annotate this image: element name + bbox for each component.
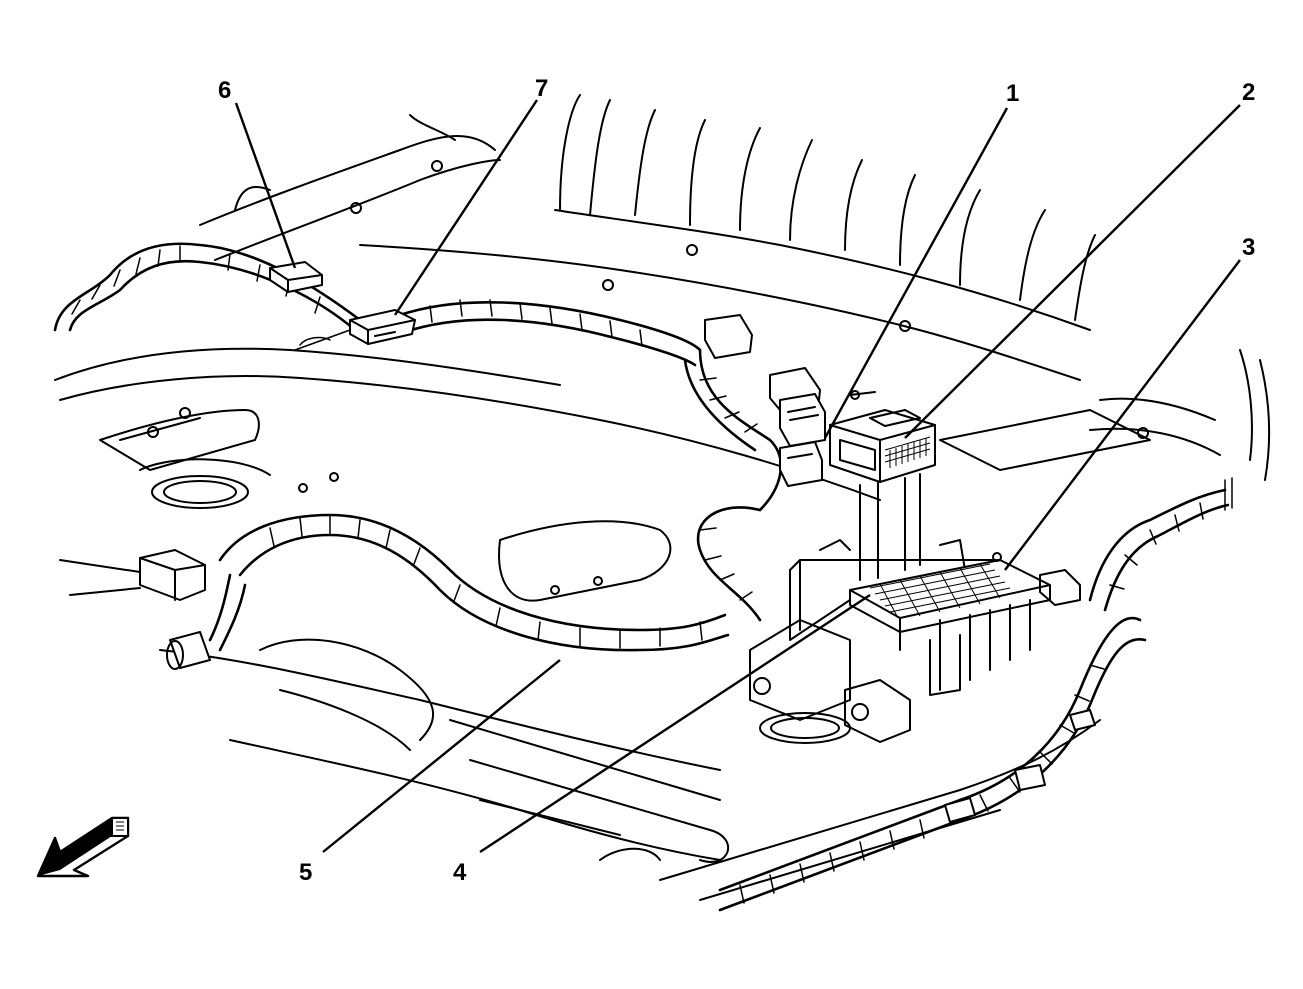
leader-line-7 bbox=[393, 99, 539, 316]
mounting-bracket bbox=[749, 473, 1001, 743]
connector-7 bbox=[349, 309, 416, 345]
harness-clips bbox=[944, 709, 1096, 823]
leader-line-3 bbox=[1004, 259, 1241, 571]
callout-label-4: 4 bbox=[453, 859, 467, 886]
callout-label-1: 1 bbox=[1006, 80, 1019, 107]
leader-line-2 bbox=[904, 104, 1241, 439]
callout-label-7: 7 bbox=[535, 75, 548, 102]
wiring-harness bbox=[53, 242, 1233, 912]
leader-line-4 bbox=[479, 593, 871, 854]
forward-arrow-icon bbox=[36, 816, 130, 878]
connector-pair bbox=[704, 314, 876, 487]
connector-left bbox=[59, 549, 211, 670]
leader-line-1 bbox=[823, 107, 1009, 439]
callout-label-3: 3 bbox=[1242, 234, 1255, 261]
callout-label-2: 2 bbox=[1242, 79, 1255, 106]
leader-line-6 bbox=[234, 102, 297, 269]
callout-label-5: 5 bbox=[299, 859, 312, 886]
leader-line-5 bbox=[322, 659, 561, 853]
fuse-block-3-4 bbox=[849, 552, 1081, 696]
callout-labels: 1 2 3 4 5 6 7 bbox=[218, 75, 1255, 886]
leader-lines bbox=[234, 99, 1241, 854]
floor-pan-outline bbox=[54, 94, 1271, 901]
connector-6 bbox=[269, 261, 323, 293]
callout-label-6: 6 bbox=[218, 77, 231, 104]
module-2 bbox=[829, 409, 936, 483]
